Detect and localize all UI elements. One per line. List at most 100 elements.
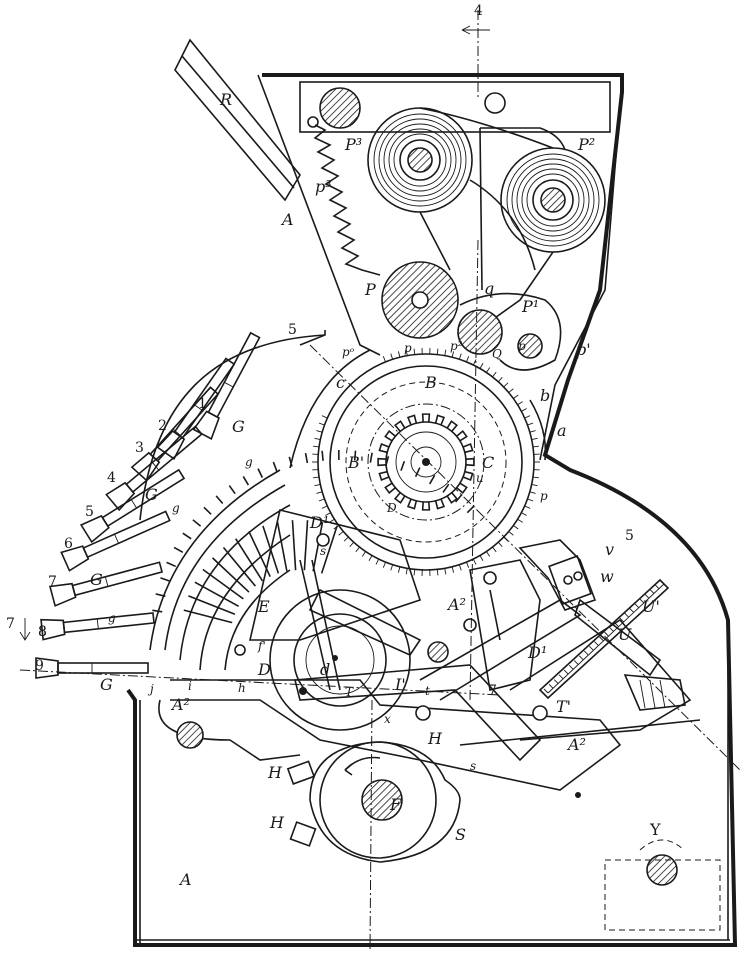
sector-tooth (442, 483, 450, 493)
sector-tooth (428, 474, 436, 485)
label-D1-top: D¹ (309, 513, 329, 532)
rack-tooth (649, 589, 655, 594)
key-stem (48, 561, 164, 607)
sector-slat (312, 521, 324, 572)
pinion-tooth (446, 420, 459, 432)
sector-tooth (414, 467, 421, 477)
pinion-tooth (393, 420, 406, 432)
pinion-tooth (421, 413, 431, 423)
shaft-mid (427, 641, 449, 663)
wheel-tooth (316, 491, 323, 494)
pinion-tooth (456, 429, 468, 442)
rack-tooth (594, 641, 599, 646)
key-stem (192, 331, 261, 440)
rack-tooth (568, 664, 574, 670)
wheel-tooth (466, 356, 470, 363)
key-stem (79, 468, 186, 544)
wheel-tooth (521, 408, 527, 412)
key-stem (130, 386, 220, 482)
sector-tooth (166, 561, 177, 568)
roller-P1 (459, 292, 562, 371)
rack-tooth (639, 598, 645, 604)
key-stem (40, 612, 155, 641)
label-G1: G (232, 417, 245, 436)
rack-tooth (573, 660, 579, 665)
label-D-lower: D (257, 660, 271, 679)
rack-tooth (578, 655, 584, 661)
label-A2-right: A² (566, 735, 586, 754)
key-stem (60, 510, 171, 572)
wheel-tooth (532, 445, 539, 448)
wheel-tooth (318, 422, 325, 426)
wheel-tooth (503, 382, 509, 388)
key-num-6: 6 (64, 536, 73, 552)
wheel-tooth (321, 505, 328, 509)
ratchet-D1 (463, 559, 541, 691)
key-num-1: 1 (198, 396, 207, 412)
block-vw (518, 539, 597, 611)
rack-tooth (599, 636, 604, 642)
wheel-tooth (529, 430, 536, 433)
wheel-tooth (517, 401, 523, 406)
sector-slat (291, 520, 297, 571)
rack-tooth (553, 679, 559, 684)
wheel-tooth (451, 566, 455, 573)
label-R: R (219, 90, 232, 109)
rack-Uprime (543, 579, 665, 694)
sector-tooth (173, 546, 184, 553)
section-lines (19, 10, 741, 951)
levers (293, 559, 701, 762)
label-p-b: p (518, 339, 526, 353)
key-numerals: 1 2 3 4 5 6 7 8 9 (35, 396, 207, 674)
sector-tooth (160, 577, 171, 582)
label-G-bottom: G (100, 675, 113, 694)
pinion-tooth (462, 470, 474, 482)
label-G2: G (145, 485, 158, 504)
label-I1: I' (394, 675, 406, 694)
wheel-tooth (497, 541, 503, 548)
rack-R (174, 38, 301, 202)
wheel-tooth (343, 536, 349, 542)
label-j: j (147, 682, 154, 696)
wheel-tooth (321, 415, 328, 419)
pinion-tooth (378, 442, 390, 454)
label-A2-mid: A² (446, 595, 466, 614)
wheel-tooth (413, 569, 416, 576)
wheel-tooth (532, 476, 539, 479)
section-5-left: 5 (288, 322, 297, 338)
label-P2: P² (577, 135, 595, 154)
pinion-tooth (406, 498, 418, 510)
label-b: b (540, 386, 550, 405)
roller-Q (457, 309, 503, 355)
pinion-tooth (377, 457, 387, 467)
wheel-tooth (390, 353, 394, 360)
wheel-tooth (413, 348, 416, 355)
wheel-tooth (524, 415, 531, 419)
label-C: C (482, 453, 494, 472)
rack-tooth (634, 603, 640, 609)
bolt-T1 (532, 705, 548, 721)
label-c: c (336, 373, 345, 392)
wheel-tooth (349, 541, 355, 548)
wheel-tooth (405, 568, 408, 575)
wheel-tooth (313, 445, 320, 448)
label-S: S (455, 825, 466, 844)
sector-tooth (192, 519, 202, 527)
label-T1: T' (556, 697, 571, 716)
wheel-tooth (314, 437, 321, 440)
pinion-tooth (465, 457, 475, 467)
rack-tooth (584, 650, 589, 656)
rack-tooth (558, 674, 564, 680)
pinion-tooth (446, 492, 459, 504)
labels: R A P³ P² p³ P q P¹ pᵒ p p² Q p p' B c b… (90, 90, 661, 889)
casing (126, 73, 738, 947)
wheel-tooth (458, 353, 462, 360)
pinion-tooth (384, 429, 396, 442)
wheel-tooth (466, 561, 470, 568)
label-u: u (476, 471, 484, 485)
rack-tooth (644, 593, 650, 599)
wheel-tooth (527, 498, 534, 502)
rack-tooth (543, 688, 549, 694)
wheel-tooth (390, 564, 394, 571)
pinion-tooth (384, 482, 396, 495)
